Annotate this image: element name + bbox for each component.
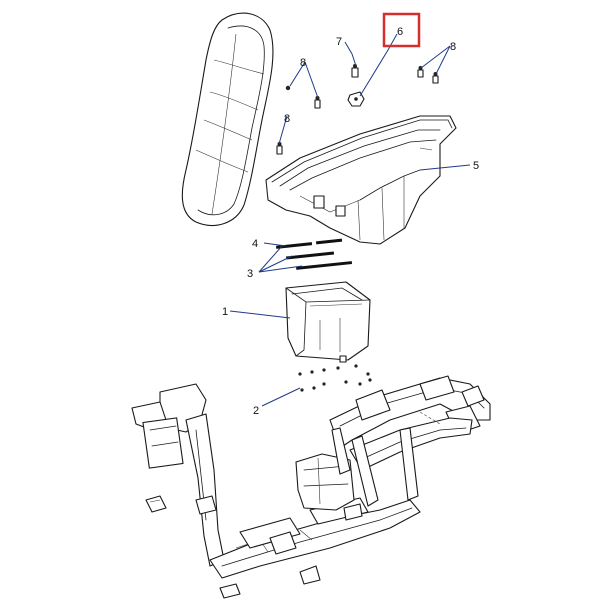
rods <box>275 238 353 270</box>
leader-lines <box>229 33 471 407</box>
part-7-clip <box>351 64 359 78</box>
screws-group-8-left-upper <box>285 85 321 109</box>
leader-8a-2 <box>304 61 319 99</box>
leader-3c <box>258 245 283 273</box>
leader-8a <box>289 61 306 87</box>
label-8-right: 8 <box>450 41 456 53</box>
label-5: 5 <box>473 160 479 172</box>
leader-2 <box>261 387 301 407</box>
leader-3b <box>258 265 303 273</box>
scooter-frame <box>131 375 491 599</box>
label-8-left-upper: 8 <box>300 57 306 69</box>
helmet-box <box>265 115 457 245</box>
leader-1 <box>229 310 291 319</box>
leader-3a <box>258 255 293 273</box>
leader-6 <box>359 33 398 97</box>
screws-group-8-right <box>417 66 439 84</box>
leader-8b <box>278 115 288 145</box>
screws-group-2 <box>298 364 372 392</box>
leader-8c-2 <box>435 45 451 75</box>
leader-5 <box>419 164 471 171</box>
leader-8c <box>420 45 451 69</box>
label-3: 3 <box>247 268 253 280</box>
label-8-left-lower: 8 <box>284 113 290 125</box>
leader-4 <box>263 242 287 247</box>
label-6: 6 <box>397 26 403 38</box>
battery-box <box>285 281 371 363</box>
label-2: 2 <box>253 405 259 417</box>
label-1: 1 <box>222 306 228 318</box>
label-7: 7 <box>336 36 342 48</box>
highlight-box-6 <box>382 12 421 48</box>
seat <box>181 12 274 226</box>
leader-7 <box>344 41 357 67</box>
label-4: 4 <box>252 238 258 250</box>
part-labels: 6 7 8 8 8 5 4 3 1 2 <box>222 12 479 417</box>
